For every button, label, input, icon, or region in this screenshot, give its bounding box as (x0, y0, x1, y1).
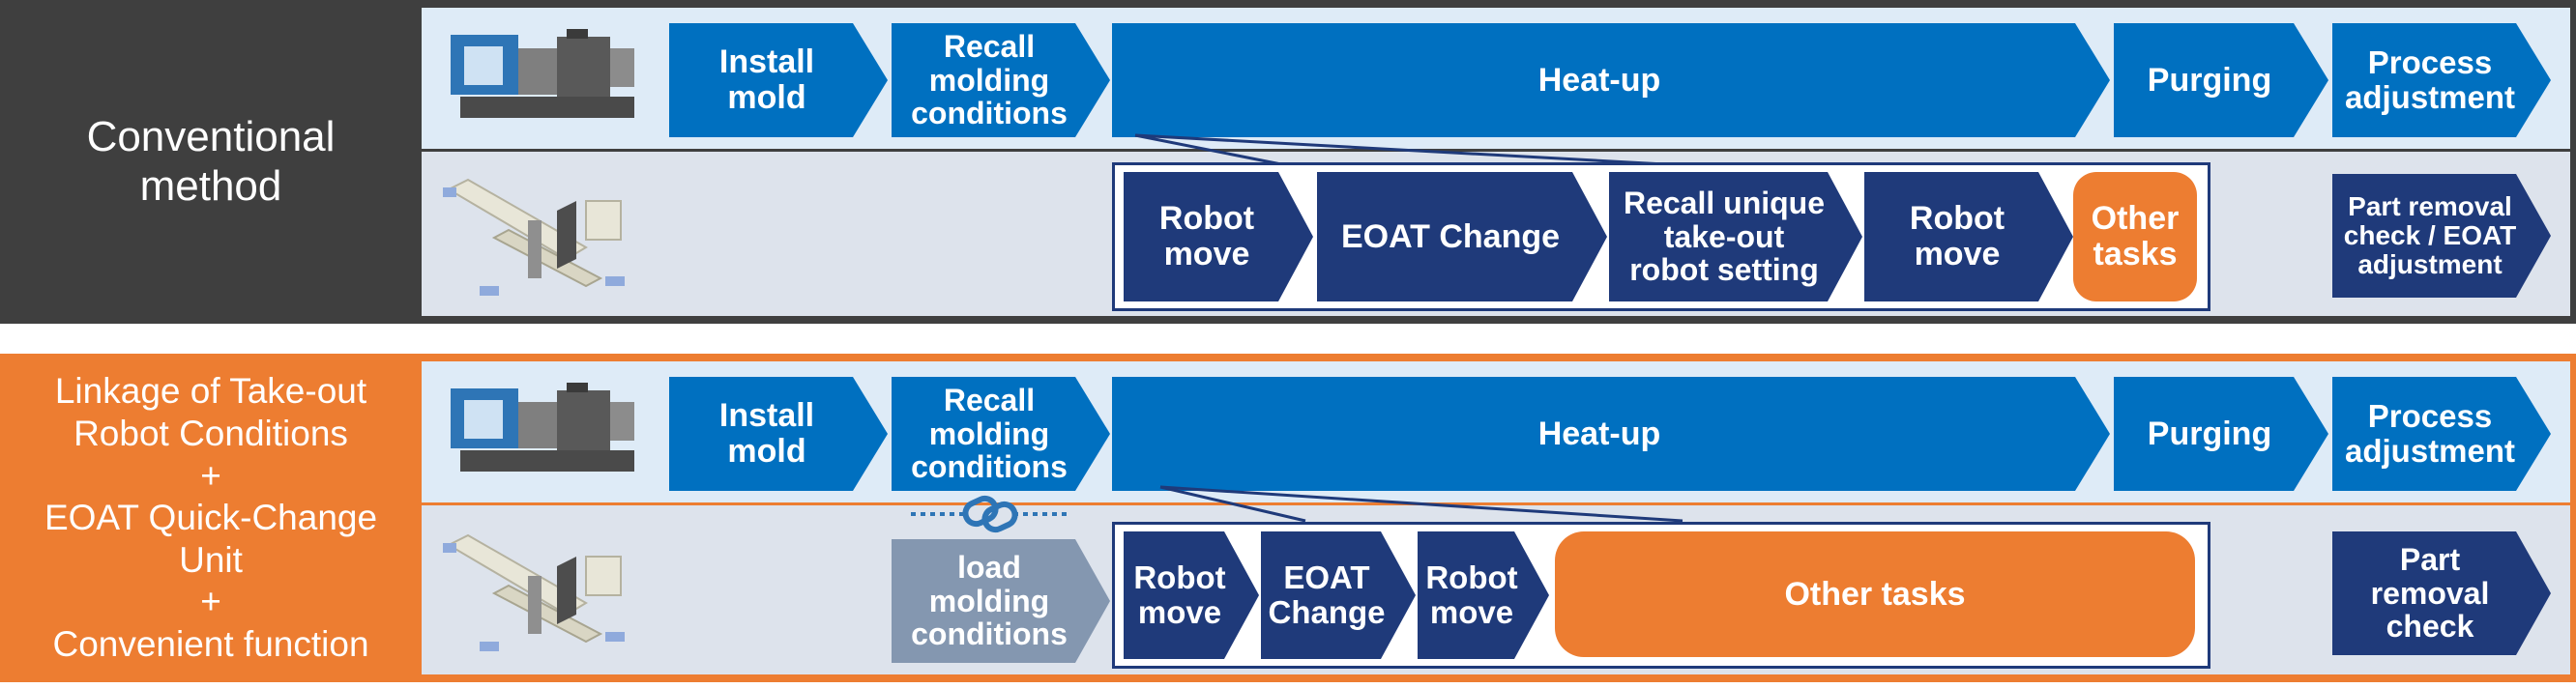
conv-step-install-mold-label: Install mold (718, 43, 815, 116)
conv-step-recall-molding-conditions-label: Recall molding conditions (911, 29, 1068, 131)
conv-step-recall-molding-conditions: Recall molding conditions (892, 23, 1110, 137)
link-step-recall-molding-conditions: Recall molding conditions (892, 377, 1110, 491)
conv-step-process-adjustment: Process adjustment (2332, 23, 2551, 137)
linkage-label: Linkage of Take-out Robot Conditions + E… (44, 371, 378, 665)
link-robot-other-tasks: Other tasks (1555, 531, 2195, 657)
conv-robot-step-part-removal-check: Part removal check / EOAT adjustment (2332, 174, 2551, 298)
conv-robot-step-eoat-change: EOAT Change (1317, 172, 1607, 301)
conv-robot-step-recall-unique-setting: Recall unique take-out robot setting (1609, 172, 1862, 301)
chain-link-icon (911, 495, 1068, 533)
conv-step-install-mold: Install mold (669, 23, 888, 137)
conv-step-purging-label: Purging (2147, 61, 2272, 99)
conv-robot-other-tasks: Other tasks (2073, 172, 2197, 301)
link-step-purging: Purging (2114, 377, 2328, 491)
link-callout-lines (1159, 485, 1683, 523)
take-out-robot-icon (443, 178, 625, 296)
conv-robot-step-robot-move-2-label: Robot move (1909, 200, 2005, 272)
link-step-load-molding-conditions: load molding conditions (892, 539, 1110, 663)
conv-callout-lines (1134, 133, 1683, 167)
conv-robot-step-robot-move-1: Robot move (1124, 172, 1313, 301)
conv-robot-step-robot-move-2: Robot move (1864, 172, 2073, 301)
take-out-robot-icon (443, 533, 625, 651)
link-robot-step-eoat-change: EOAT Change (1261, 531, 1416, 659)
link-step-process-adjustment: Process adjustment (2332, 377, 2551, 491)
link-robot-step-robot-move-1-label: Robot move (1133, 559, 1226, 630)
link-robot-step-eoat-change-label: EOAT Change (1268, 559, 1386, 630)
conv-step-heat-up-label: Heat-up (1537, 61, 1661, 99)
link-step-recall-molding-conditions-label: Recall molding conditions (911, 383, 1068, 485)
injection-molding-machine-icon (451, 383, 634, 472)
conv-step-heat-up: Heat-up (1112, 23, 2110, 137)
link-robot-step-robot-move-2-label: Robot move (1425, 559, 1518, 630)
conventional-section: Conventional method Install mold Recall … (0, 0, 2576, 324)
link-robot-step-part-removal-check-label: Part removal check (2370, 542, 2490, 645)
link-step-load-molding-conditions-label: load molding conditions (911, 550, 1068, 652)
conventional-label: Conventional method (86, 112, 336, 210)
conv-robot-step-part-removal-check-label: Part removal check / EOAT adjustment (2343, 190, 2517, 280)
link-step-heat-up-label: Heat-up (1537, 415, 1661, 452)
conv-robot-step-eoat-change-label: EOAT Change (1340, 217, 1561, 255)
conv-step-purging: Purging (2114, 23, 2328, 137)
link-step-heat-up: Heat-up (1112, 377, 2110, 491)
link-step-install-mold-label: Install mold (718, 397, 815, 470)
conv-robot-step-recall-unique-setting-label: Recall unique take-out robot setting (1623, 186, 1826, 288)
link-step-install-mold: Install mold (669, 377, 888, 491)
link-step-purging-label: Purging (2147, 415, 2272, 452)
injection-molding-machine-icon (451, 29, 634, 118)
link-step-process-adjustment-label: Process adjustment (2344, 398, 2516, 469)
conv-robot-step-robot-move-1-label: Robot move (1158, 200, 1255, 272)
conv-step-process-adjustment-label: Process adjustment (2344, 44, 2516, 115)
link-robot-step-part-removal-check: Part removal check (2332, 531, 2551, 655)
linkage-section: Linkage of Take-out Robot Conditions + E… (0, 354, 2576, 682)
